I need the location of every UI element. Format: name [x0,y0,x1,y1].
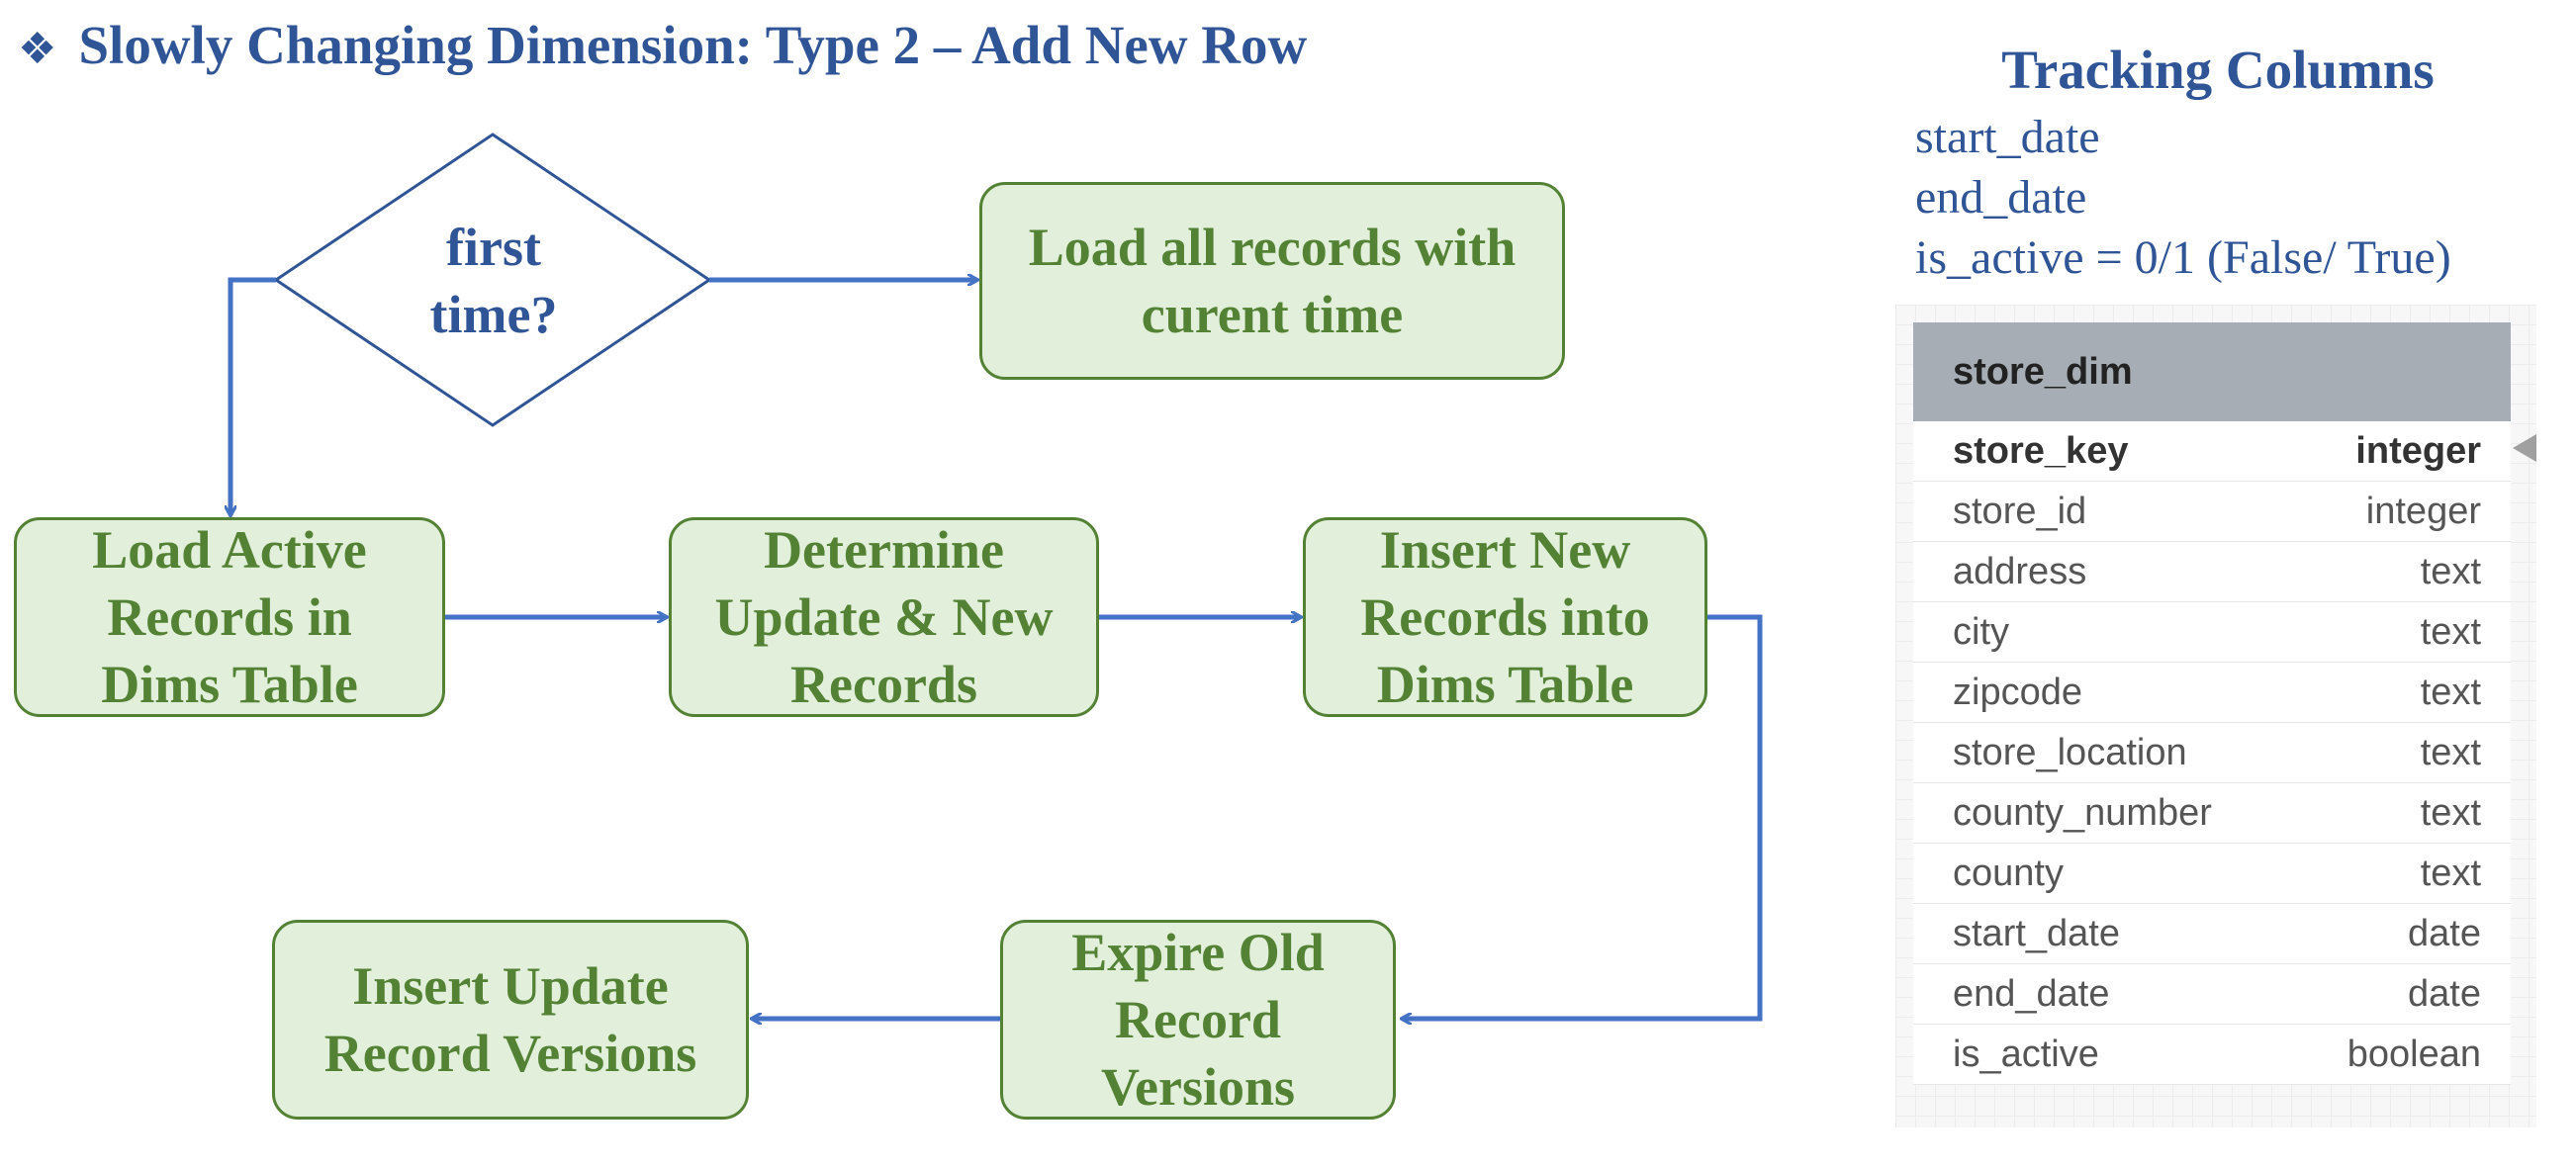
column-row: store_id integer [1913,482,2511,542]
column-type: boolean [2346,1033,2481,1075]
column-name: end_date [1953,972,2110,1015]
column-type: date [2408,972,2481,1015]
column-name: address [1953,550,2087,592]
column-row: store_location text [1913,723,2511,783]
column-row: zipcode text [1913,663,2511,723]
insert-update-versions-box: Insert Update Record Versions [272,920,749,1120]
column-name: is_active [1953,1033,2099,1075]
column-row: store_key integer [1913,421,2511,482]
arrow-insert-new-to-expire-old [1402,614,1763,1019]
table-name: store_dim [1913,322,2511,421]
column-type: text [2420,731,2481,773]
column-row: county text [1913,844,2511,904]
column-row: is_active boolean [1913,1025,2511,1085]
decision-diamond [273,133,712,427]
column-type: text [2420,791,2481,834]
diamond-bullet-icon: ❖ [18,24,57,74]
column-name: zipcode [1953,671,2082,713]
slide-title-text: Slowly Changing Dimension: Type 2 – Add … [78,15,1308,75]
expire-old-versions-box: Expire Old Record Versions [1000,920,1396,1120]
primary-key-marker-icon [2513,434,2536,462]
column-row: end_date date [1913,964,2511,1025]
column-name: county_number [1953,791,2212,834]
load-active-records-box: Load Active Records in Dims Table [14,517,445,717]
tracking-line: end_date [1915,171,2087,224]
column-row: start_date date [1913,904,2511,964]
column-name: store_id [1953,490,2087,532]
column-name: county [1953,852,2064,894]
column-name: store_location [1953,731,2187,773]
insert-new-records-box: Insert New Records into Dims Table [1303,517,1707,717]
column-type: text [2420,610,2481,653]
decision-label: first time? [429,218,558,344]
column-name: store_key [1953,429,2129,472]
load-all-records-box: Load all records with curent time [979,182,1565,380]
column-row: city text [1913,602,2511,663]
column-type: date [2408,912,2481,954]
column-type: integer [2355,429,2481,472]
tracking-line: is_active = 0/1 (False/ True) [1915,231,2451,284]
column-name: city [1953,610,2009,653]
column-type: text [2420,671,2481,713]
column-type: text [2420,852,2481,894]
column-name: start_date [1953,912,2120,954]
slide-title: ❖ Slowly Changing Dimension: Type 2 – Add… [18,14,1307,76]
tracking-line: start_date [1915,111,2100,163]
column-type: text [2420,550,2481,592]
arrow-decision-to-load-active [230,277,276,515]
column-row: county_number text [1913,783,2511,844]
determine-updates-box: Determine Update & New Records [669,517,1099,717]
column-row: address text [1913,542,2511,602]
column-type: integer [2365,490,2481,532]
tracking-heading: Tracking Columns [2001,40,2435,100]
tracking-columns: Tracking Columns start_date end_date is_… [1915,34,2521,288]
